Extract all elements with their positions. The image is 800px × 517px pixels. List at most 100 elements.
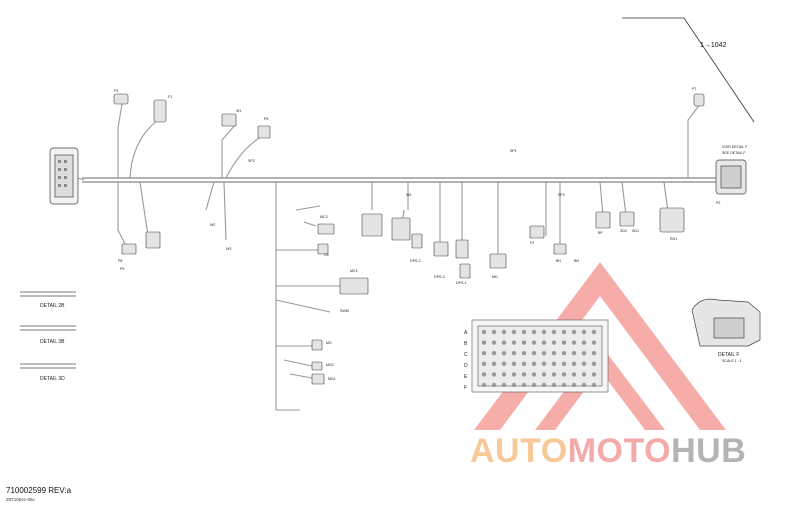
main-harness-trunk [82,177,716,183]
terminal-cavity [491,372,497,377]
terminal-cavity [521,340,527,345]
terminal-cavity [491,351,497,356]
connector-labels: P2 F1 P3 W1 P5 P7 P8 W2 W3 MC2 C5 MC1 SW… [114,87,720,381]
terminal-cavity [521,329,527,335]
drawing-number: 710002599 REV:a [6,486,72,495]
reference-leader [622,17,755,123]
terminal-cavity [481,351,487,356]
terminal-cavity [561,329,567,335]
label-mg: MG [326,341,332,345]
terminal-cavity [521,372,527,377]
terminal-cavity [491,329,497,335]
terminal-cavity [511,329,517,335]
terminal-cavity [541,340,547,345]
left-connector-pins [58,160,67,187]
watermark-part-auto: AUTO [470,432,568,470]
terminal-cavity [541,372,547,377]
terminal-cavity [571,382,577,388]
watermark-part-hub: HUB [671,432,747,470]
svg-text:C: C [464,352,468,358]
terminal-cavity [481,340,487,345]
label-md: MD [492,275,498,279]
terminal-cavity [581,361,587,366]
label-detail-3d: DETAIL 3D [40,376,65,382]
terminal-cavity [501,329,507,335]
label-p8: P8 [118,259,122,263]
label-p7: P7 [692,87,696,91]
label-dps3: DPS-3 [434,275,445,279]
svg-text:E: E [464,374,468,380]
terminal-cavity [511,340,517,345]
upper-branches [117,103,701,179]
label-dps2: DPS-2 [410,259,421,263]
label-bh: BH [556,259,561,263]
detail-labels: DETAIL 2B DETAIL 3B DETAIL 3D DETAIL F V… [40,145,748,382]
label-w3: W3 [226,247,231,251]
terminal-cavity [501,372,507,377]
terminal-cavity [551,372,557,377]
label-w2: W2 [210,223,215,227]
terminal-cavity [571,329,577,335]
label-p3: P3 [114,89,118,93]
left-detail-pins [20,291,76,369]
svg-text:D: D [464,363,468,369]
label-mc1: MC1 [350,269,358,273]
label-mg2: MG2 [326,363,334,367]
label-see-detail-fr: VOIR DETAIL F [722,145,748,149]
terminal-cavity [531,329,537,335]
terminal-cavity [591,361,597,366]
label-p9: P9 [120,267,124,271]
label-detail-f-scale: SCALE 1 : 1 [722,359,742,363]
label-sd2: SD2 [620,229,627,233]
label-see-detail-en: SEE DETAIL F [722,151,746,155]
terminal-cavity [491,382,497,388]
label-c5: C5 [324,253,329,257]
svg-text:A: A [464,330,468,336]
watermark-triangle [474,262,726,430]
terminal-cavity [541,329,547,335]
label-p2: P2 [716,201,720,205]
label-sp1: SP1 [510,149,517,153]
terminal-cavity [531,382,537,388]
splice-labels: SP1 SP2 SP3 [248,149,565,197]
terminal-cavity [541,361,547,366]
terminal-cavity [501,361,507,366]
label-dps1: DPS-1 [456,281,467,285]
terminal-cavity [561,351,567,356]
label-detail-f: DETAIL F [718,352,739,358]
svg-text:F: F [464,385,467,391]
terminal-cavity [591,351,597,356]
terminal-cavity [521,361,527,366]
label-sp2: SP2 [248,159,255,163]
terminal-cavity [491,361,497,366]
terminal-cavity [511,382,517,388]
svg-text:B: B [464,341,468,347]
upper-connectors [113,93,705,139]
label-f1: F1 [168,95,172,99]
terminal-cavity [531,361,537,366]
terminal-cavity [491,340,497,345]
watermark-logo: AUTOMOTOHUB [470,432,746,471]
terminal-cavity [511,351,517,356]
terminal-cavity [541,351,547,356]
terminal-cavity [501,382,507,388]
terminal-cavity [521,351,527,356]
terminal-cavity [531,340,537,345]
label-bn: BN [574,259,579,263]
terminal-cavity [511,372,517,377]
terminal-cavity [581,382,587,388]
label-mc2: MC2 [320,215,328,219]
label-rd1: RD1 [670,237,677,241]
label-p5: P5 [264,117,268,121]
terminal-cavity [591,329,597,335]
terminal-cavity [481,361,487,366]
terminal-cavity [551,329,557,335]
terminal-cavity [501,351,507,356]
reference-number: 1→1042 [700,42,727,49]
terminal-cavity [571,361,577,366]
terminal-cavity [581,351,587,356]
terminal-cavity [591,372,597,377]
terminal-cavity [561,361,567,366]
lower-connectors [121,207,685,385]
